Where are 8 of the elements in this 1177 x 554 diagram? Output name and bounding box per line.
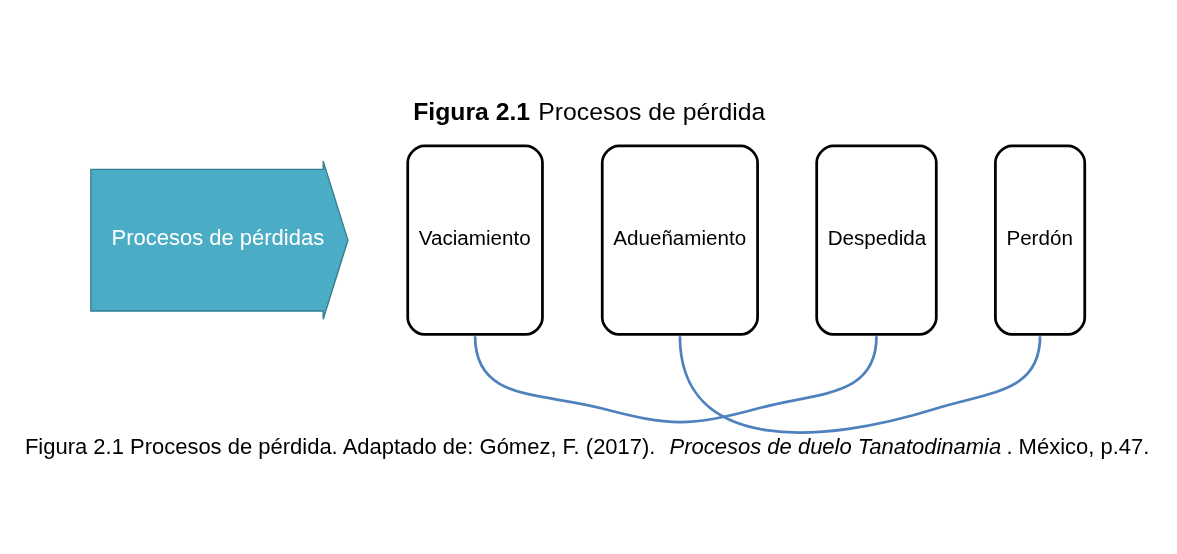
node-box: Adueñamiento <box>600 144 759 336</box>
node-box: Vaciamiento <box>406 144 544 336</box>
caption: Figura 2.1 Procesos de pérdida. Adaptado de: Gómez, F. (2017). Procesos de duelo Tanatodinamia. México, p.47. <box>24 434 1150 460</box>
diagram-title: Figura 2.1 Procesos de pérdida <box>413 98 766 126</box>
node-box: Despedida <box>815 144 938 336</box>
connector <box>678 336 1042 434</box>
connector <box>473 336 878 424</box>
node-box: Perdón <box>994 144 1087 336</box>
